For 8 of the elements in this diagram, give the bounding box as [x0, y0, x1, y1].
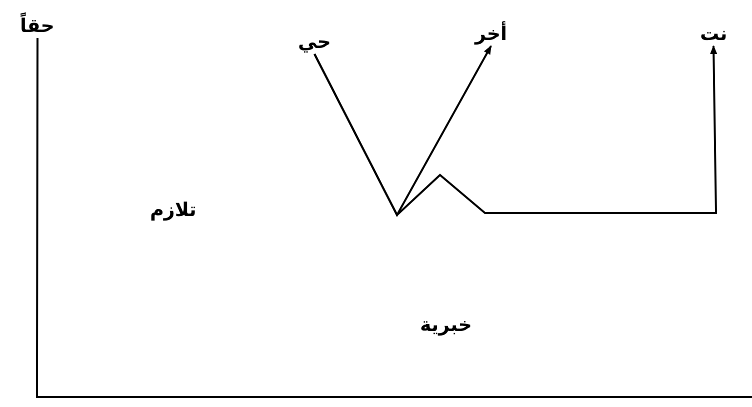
node-label: أخر [475, 22, 508, 46]
connector-line [36, 38, 752, 398]
region-label: تلازم [150, 198, 196, 222]
region-label: خبرية [420, 313, 472, 337]
node-label: نت [700, 22, 728, 46]
node-label: حقاً [20, 14, 55, 38]
arrow [314, 45, 718, 217]
node-label: حي [298, 30, 331, 54]
